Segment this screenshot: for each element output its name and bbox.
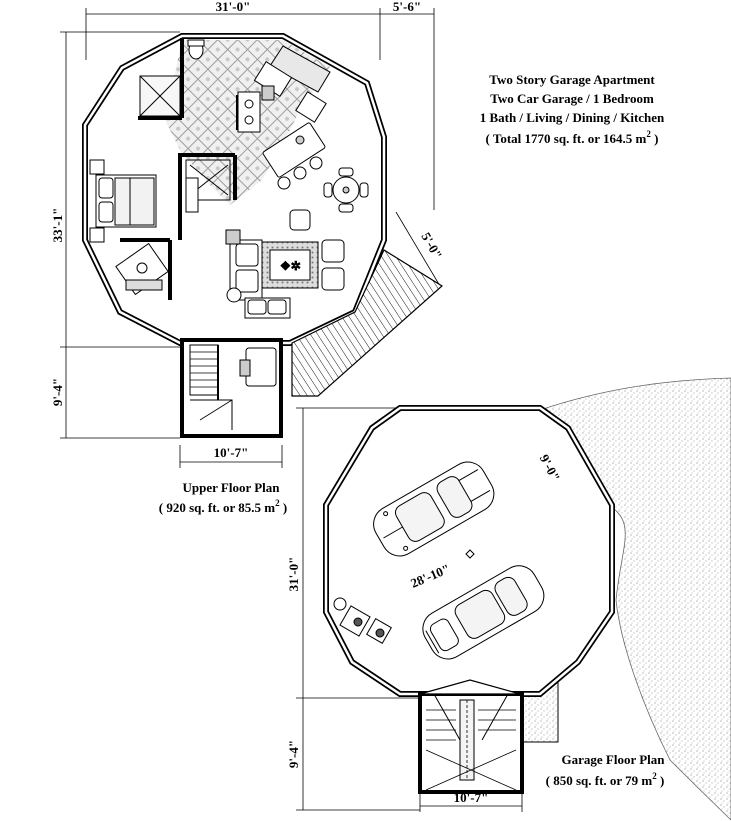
- utility-bins: [333, 597, 392, 644]
- upper-floor-plan: ❖✲: [60, 8, 444, 468]
- dresser: [185, 177, 199, 213]
- dim-upper-top-right: 5'-6": [393, 0, 421, 14]
- description-line-2: Two Car Garage / 1 Bedroom: [490, 91, 654, 106]
- dim-upper-top: 31'-0": [216, 0, 251, 14]
- garage-floor-plan: [296, 377, 731, 821]
- garage-floor-title: Garage Floor Plan: [561, 752, 665, 767]
- kitchen-island: [262, 122, 326, 190]
- dim-garage-stair-width: 10'-7": [454, 790, 489, 805]
- dim-upper-left: 33'-1": [50, 208, 65, 243]
- water-heater-icon: [333, 597, 347, 611]
- dim-upper-stair-width: 10'-7": [214, 445, 249, 460]
- interior-walls: [120, 38, 240, 300]
- garage-floor-labels: 31'-0" 28'-10" 9'-0" 9'-4" 10'-7" Garage…: [286, 452, 665, 805]
- bathroom: [139, 39, 205, 117]
- plan-description: Two Story Garage Apartment Two Car Garag…: [480, 72, 665, 146]
- car-top: [373, 461, 495, 557]
- dining-table: [323, 167, 369, 213]
- upper-stair-tower: [180, 338, 283, 438]
- description-line-4: ( Total 1770 sq. ft. or 164.5 m2 ): [486, 129, 659, 146]
- garage-floor-area: ( 850 sq. ft. or 79 m2 ): [546, 771, 665, 788]
- dim-garage-stair-height: 9'-4": [286, 740, 301, 768]
- living-room: ❖✲: [225, 209, 345, 319]
- car-bottom: [422, 565, 545, 660]
- kitchen-counters: [237, 45, 331, 133]
- desk: [115, 242, 169, 296]
- deck: [291, 249, 444, 397]
- description-line-1: Two Story Garage Apartment: [489, 72, 655, 87]
- garage-stair-tower: [418, 679, 524, 794]
- upper-floor-title: Upper Floor Plan: [182, 480, 280, 495]
- upper-dimension-lines: [60, 8, 441, 468]
- rug-ornament: ❖✲: [280, 259, 301, 273]
- upper-floor-area: ( 920 sq. ft. or 85.5 m2 ): [159, 498, 287, 515]
- center-mark: [465, 549, 475, 559]
- description-line-3: 1 Bath / Living / Dining / Kitchen: [480, 110, 665, 125]
- dim-garage-left: 31'-0": [286, 557, 301, 592]
- bed: [89, 159, 157, 243]
- dim-upper-stair-height: 9'-4": [50, 378, 65, 406]
